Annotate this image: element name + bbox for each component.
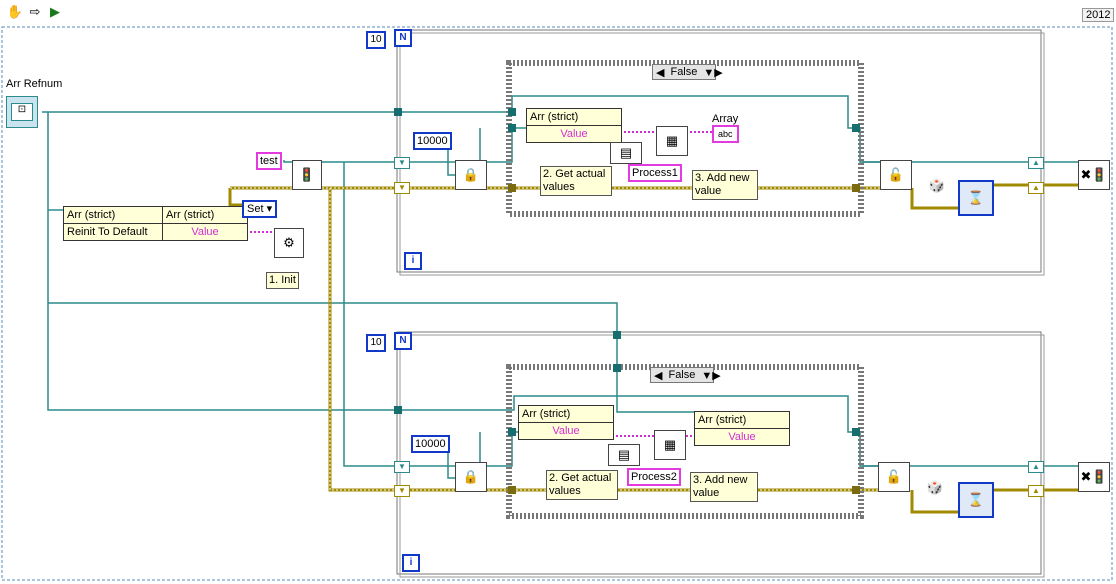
loop1-tunnel xyxy=(394,108,402,116)
loop1-timeout-constant[interactable]: 10000 xyxy=(413,132,452,150)
loop2-case-tunnel-out xyxy=(852,428,860,436)
loop2-count-constant[interactable]: 10 xyxy=(366,334,386,352)
loop2-n-terminal: N xyxy=(394,332,412,350)
loop2-read-value: Value xyxy=(552,425,580,437)
init-vi-icon[interactable]: ⚙ xyxy=(274,228,304,258)
reinit-node-header: Arr (strict) xyxy=(64,207,162,224)
loop2-case-tunnel-error xyxy=(508,486,516,494)
loop2-write-property-node[interactable]: Arr (strict) Value xyxy=(694,411,790,446)
loop1-i-terminal: i xyxy=(404,252,422,270)
loop2-shift-register-refnum-right: ▲ xyxy=(1028,461,1044,473)
loop2-write-header: Arr (strict) xyxy=(695,412,789,429)
loop2-process-constant[interactable]: Process2 xyxy=(627,468,681,486)
set-ring-constant[interactable]: Set ▾ xyxy=(242,200,278,218)
loop1-shift-register-error-left: ▼ xyxy=(394,182,410,194)
loop2-case-selector[interactable]: ◀ False ▼▶ xyxy=(650,367,721,383)
loop1-case-selector[interactable]: ◀ False ▼▶ xyxy=(652,64,723,80)
test-string-constant[interactable]: test xyxy=(256,152,282,170)
loop1-get-note: 2. Get actual values xyxy=(540,166,612,196)
loop1-read-header: Arr (strict) xyxy=(527,109,621,126)
loop2-timeout-constant[interactable]: 10000 xyxy=(411,435,450,453)
loop1-read-property-node[interactable]: Arr (strict) Value xyxy=(526,108,622,143)
loop2-destroy-icon[interactable]: ✖🚦 xyxy=(1078,462,1110,492)
loop1-process-constant[interactable]: Process1 xyxy=(628,164,682,182)
arr-refnum-label: Arr Refnum xyxy=(6,78,63,90)
loop1-case-tunnel-error xyxy=(508,184,516,192)
arr-refnum-control[interactable]: ⊡ xyxy=(6,96,38,128)
loop2-tunnel xyxy=(394,406,402,414)
loop2-build-array-icon[interactable]: ▦ xyxy=(654,430,686,460)
reinit-method: Reinit To Default xyxy=(67,226,148,238)
loop2-top-tunnel xyxy=(613,331,621,339)
loop2-read-header: Arr (strict) xyxy=(519,406,613,423)
loop1-read-value: Value xyxy=(560,128,588,140)
decrement-icon[interactable]: ◀ xyxy=(656,66,665,79)
loop1-array-subset-icon[interactable]: ▤ xyxy=(610,142,642,164)
arrow-icon[interactable]: ⇨ xyxy=(29,4,41,19)
loop2-array-subset-icon[interactable]: ▤ xyxy=(608,444,640,466)
loop2-case-tunnel-error-out xyxy=(852,486,860,494)
write-property-node[interactable]: Arr (strict) Value xyxy=(162,206,248,241)
loop1-release-semaphore-icon[interactable]: 🔓 xyxy=(880,160,912,190)
loop1-shift-register-refnum-left: ▼ xyxy=(394,157,410,169)
loop1-destroy-icon[interactable]: ✖🚦 xyxy=(1078,160,1110,190)
init-note: 1. Init xyxy=(266,272,299,289)
write-node-header: Arr (strict) xyxy=(163,207,247,224)
loop2-case-tunnel-top xyxy=(613,364,621,372)
loop1-case-tunnel-error-out xyxy=(852,184,860,192)
loop2-release-semaphore-icon[interactable]: 🔓 xyxy=(878,462,910,492)
loop2-add-note: 3. Add new value xyxy=(690,472,758,502)
increment-icon[interactable]: ▼▶ xyxy=(703,66,723,79)
loop1-count-constant[interactable]: 10 xyxy=(366,31,386,49)
decrement-icon[interactable]: ◀ xyxy=(654,369,663,382)
loop1-array-indicator: abc xyxy=(712,125,739,143)
loop2-random-icon: 🎲 xyxy=(924,478,946,498)
set-label: Set xyxy=(247,203,264,215)
loop1-add-note: 3. Add new value xyxy=(692,170,758,200)
loop2-wait-icon[interactable]: ⌛ xyxy=(958,482,994,518)
loop2-shift-register-refnum-left: ▼ xyxy=(394,461,410,473)
loop2-case-label: False xyxy=(668,369,696,381)
loop1-shift-register-error-right: ▲ xyxy=(1028,182,1044,194)
loop1-wait-icon[interactable]: ⌛ xyxy=(958,180,994,216)
version-label: 2012 xyxy=(1082,8,1115,22)
loop2-case-tunnel-in xyxy=(508,428,516,436)
loop2-write-value: Value xyxy=(728,431,756,443)
loop1-case-tunnel-refnum xyxy=(508,108,516,116)
loop1-n-terminal: N xyxy=(394,29,412,47)
write-node-value: Value xyxy=(191,226,219,238)
refnum-icon: ⊡ xyxy=(11,103,33,121)
loop1-build-array-icon[interactable]: ▦ xyxy=(656,126,688,156)
loop2-acquire-semaphore-icon[interactable]: 🔒 xyxy=(455,462,487,492)
hand-icon[interactable]: ✋ xyxy=(6,4,24,19)
loop1-case-tunnel-in xyxy=(508,124,516,132)
loop2-shift-register-error-left: ▼ xyxy=(394,485,410,497)
reinit-invoke-node[interactable]: Arr (strict) Reinit To Default xyxy=(63,206,163,241)
obtain-semaphore-icon[interactable]: 🚦 xyxy=(292,160,322,190)
loop1-case-tunnel-out xyxy=(852,124,860,132)
loop2-read-property-node[interactable]: Arr (strict) Value xyxy=(518,405,614,440)
loop1-case-label: False xyxy=(670,66,698,78)
loop1-acquire-semaphore-icon[interactable]: 🔒 xyxy=(455,160,487,190)
loop1-shift-register-refnum-right: ▲ xyxy=(1028,157,1044,169)
increment-icon[interactable]: ▼▶ xyxy=(701,369,721,382)
loop1-array-label: Array xyxy=(712,113,739,125)
loop2-get-note: 2. Get actual values xyxy=(546,470,618,500)
run-icon[interactable]: ▶ xyxy=(50,4,60,19)
loop2-i-terminal: i xyxy=(402,554,420,572)
loop2-shift-register-error-right: ▲ xyxy=(1028,485,1044,497)
loop1-random-icon: 🎲 xyxy=(926,176,948,196)
